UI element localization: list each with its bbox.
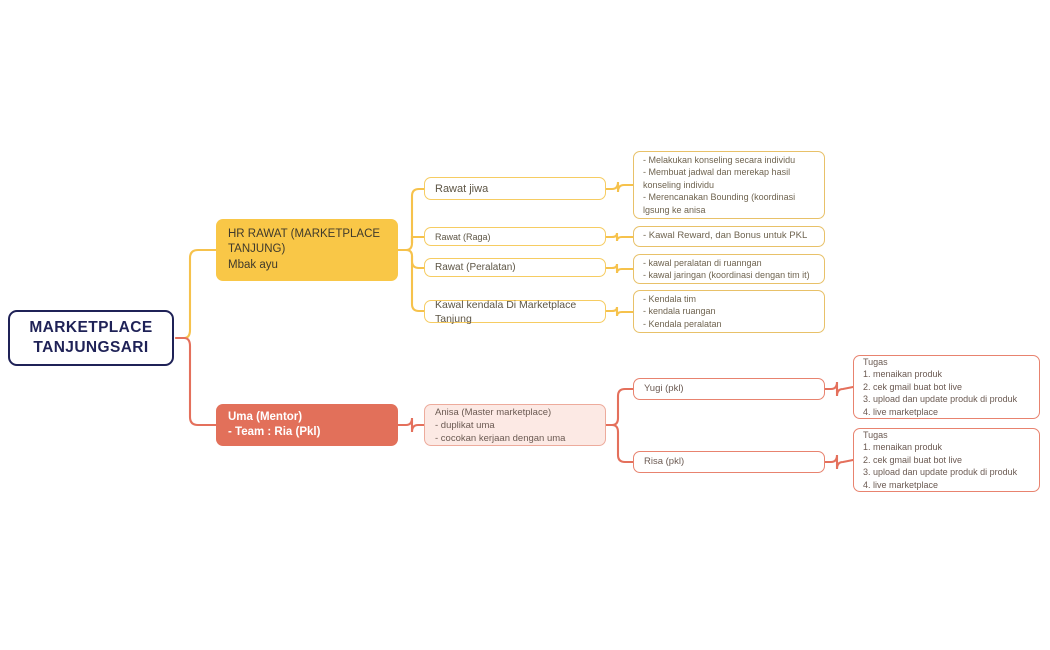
node-rawat-peralatan[interactable]: Rawat (Peralatan) — [424, 258, 606, 277]
detail-box-rawat-peralatan[interactable]: - kawal peralatan di ruanngan - kawal ja… — [633, 254, 825, 284]
edge-hr-rawatjiwa — [396, 187, 426, 252]
detail-box-rawat-jiwa-text: - Melakukan konseling secara individu - … — [643, 154, 796, 215]
branch-node-hr-rawat[interactable]: HR RAWAT (MARKETPLACE TANJUNG) Mbak ayu — [216, 219, 398, 281]
node-rawat-raga-label: Rawat (Raga) — [435, 231, 491, 242]
node-kawal-kendala[interactable]: Kawal kendala Di Marketplace Tanjung — [424, 298, 606, 325]
detail-box-yugi-tugas[interactable]: Tugas 1. menaikan produk 2. cek gmail bu… — [853, 355, 1040, 419]
detail-box-rawat-raga-text: - Kawal Reward, dan Bonus untuk PKL — [643, 230, 808, 242]
edge-yugi-tugas — [823, 381, 855, 397]
edge-uma-anisa — [396, 417, 426, 433]
edge-hr-rawatraga-stub — [410, 235, 426, 245]
edge-risa-tugas — [823, 454, 855, 470]
detail-box-kawal-kendala[interactable]: - Kendala tim - kendala ruangan - Kendal… — [633, 290, 825, 333]
node-rawat-raga[interactable]: Rawat (Raga) — [424, 227, 606, 246]
root-node-label: MARKETPLACE TANJUNGSARI — [29, 319, 153, 356]
node-rawat-peralatan-label: Rawat (Peralatan) — [435, 261, 516, 273]
node-risa[interactable]: Risa (pkl) — [633, 451, 825, 473]
node-yugi[interactable]: Yugi (pkl) — [633, 378, 825, 400]
detail-box-kawal-kendala-text: - Kendala tim - kendala ruangan - Kendal… — [643, 293, 722, 329]
edge-hr-rawatraga — [410, 235, 426, 245]
edge-kawalkendala-detail — [604, 306, 635, 317]
detail-box-rawat-raga[interactable]: - Kawal Reward, dan Bonus untuk PKL — [633, 226, 825, 247]
node-rawat-jiwa[interactable]: Rawat jiwa — [424, 177, 606, 200]
detail-box-risa-tugas[interactable]: Tugas 1. menaikan produk 2. cek gmail bu… — [853, 428, 1040, 492]
node-rawat-jiwa-label: Rawat jiwa — [435, 182, 489, 195]
detail-box-yugi-tugas-text: Tugas 1. menaikan produk 2. cek gmail bu… — [863, 356, 1018, 417]
branch-node-uma[interactable]: Uma (Mentor) - Team : Ria (Pkl) — [216, 404, 398, 446]
edge-root-hr — [174, 248, 218, 340]
node-anisa[interactable]: Anisa (Master marketplace) - duplikat um… — [424, 404, 606, 446]
edge-rawatperalatan-detail — [604, 263, 635, 274]
edge-hr-rawatperalatan — [404, 248, 426, 270]
detail-box-rawat-jiwa[interactable]: - Melakukan konseling secara individu - … — [633, 151, 825, 219]
node-anisa-label: Anisa (Master marketplace) - duplikat um… — [435, 406, 566, 444]
edge-rawatraga-detail — [604, 232, 635, 242]
edge-root-uma — [174, 336, 218, 427]
detail-box-rawat-peralatan-text: - kawal peralatan di ruanngan - kawal ja… — [643, 257, 810, 281]
edge-rawatjiwa-detail — [604, 181, 635, 193]
edge-anisa-risa — [610, 423, 635, 464]
node-yugi-label: Yugi (pkl) — [644, 383, 684, 394]
node-risa-label: Risa (pkl) — [644, 456, 685, 467]
edge-anisa-yugi — [604, 387, 635, 427]
root-node[interactable]: MARKETPLACE TANJUNGSARI — [8, 310, 174, 366]
branch-node-hr-rawat-label: HR RAWAT (MARKETPLACE TANJUNG) Mbak ayu — [228, 227, 381, 271]
edge-hr-kawalkendala — [410, 254, 426, 313]
node-kawal-kendala-label: Kawal kendala Di Marketplace Tanjung — [435, 298, 577, 325]
branch-node-uma-label: Uma (Mentor) - Team : Ria (Pkl) — [228, 410, 321, 439]
detail-box-risa-tugas-text: Tugas 1. menaikan produk 2. cek gmail bu… — [863, 429, 1018, 490]
